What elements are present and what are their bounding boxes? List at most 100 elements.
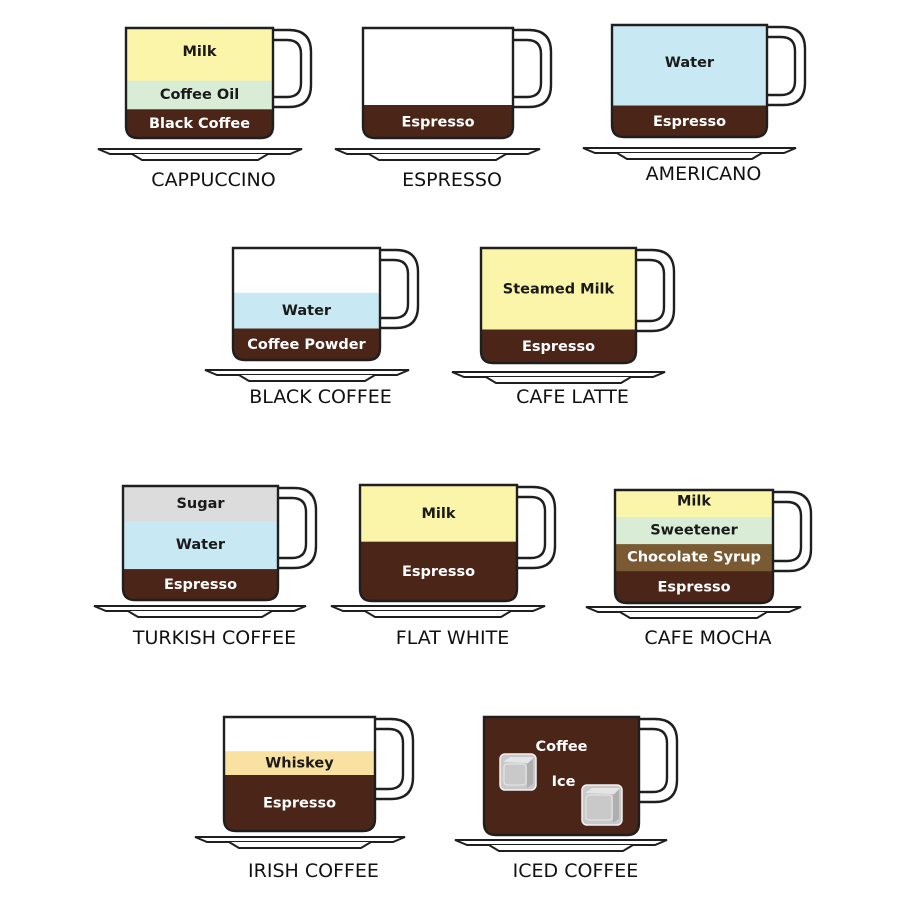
cup-title: CAFE LATTE	[516, 386, 629, 408]
cup-outline	[479, 246, 638, 365]
ice-cube-highlight	[585, 788, 620, 794]
cup-outline	[361, 26, 515, 140]
cup-outline	[121, 484, 280, 602]
cup-title: FLAT WHITE	[396, 627, 509, 649]
cup-handle-outer	[639, 717, 679, 804]
saucer-base	[616, 152, 763, 160]
cup-outline	[358, 483, 519, 603]
layer-milk	[126, 28, 273, 81]
saucer-base	[238, 374, 376, 382]
cup-contents	[615, 490, 773, 603]
saucer-base	[228, 841, 372, 849]
layer-label: Milk	[182, 44, 216, 60]
saucer-rim	[97, 148, 303, 155]
cup-contents	[363, 105, 513, 138]
layer-espresso	[612, 104, 767, 137]
ice-cube-icon	[499, 753, 537, 791]
cup-handle-inner	[513, 38, 543, 99]
layer-label: Milk	[421, 506, 455, 522]
cup-handle-inner	[773, 500, 803, 563]
cup-handle-outer	[380, 248, 420, 330]
layer-espresso	[363, 105, 513, 138]
cup-outline	[222, 715, 377, 833]
cup-title: AMERICANO	[646, 163, 762, 185]
cup-title: BLACK COFFEE	[249, 386, 392, 408]
cup-contents	[612, 25, 767, 137]
cup-handle-outer	[375, 717, 415, 801]
layer-water	[612, 25, 767, 106]
layer-water	[233, 292, 380, 329]
ice-cube-edge	[585, 794, 613, 821]
saucer-rim	[204, 369, 410, 376]
cup-handle-outer	[513, 28, 553, 109]
cup-handle-inner	[517, 495, 547, 560]
ice-cube-side	[527, 759, 533, 788]
cup-contents	[360, 485, 517, 601]
saucer-rim	[334, 148, 541, 155]
cup-outline	[613, 488, 775, 605]
cup-outline	[610, 23, 769, 139]
saucer-rim	[451, 371, 666, 378]
layer-label: Coffee Powder	[247, 337, 366, 353]
layer-milk	[615, 490, 773, 517]
layer-label: Black Coffee	[149, 116, 250, 132]
layer-label: Water	[665, 55, 715, 71]
cup-contents	[233, 292, 380, 360]
cup-handle-outer	[278, 486, 318, 570]
layer-espresso	[615, 570, 773, 603]
cup-handle-outer	[767, 25, 807, 107]
layer-sugar	[123, 486, 278, 522]
layer-label: Steamed Milk	[503, 281, 615, 297]
layer-label: Espresso	[653, 114, 726, 130]
saucer-rim	[585, 606, 802, 613]
layer-label: Sweetener	[650, 523, 738, 539]
layer-label: Sugar	[176, 496, 225, 512]
layer-label: Milk	[677, 494, 711, 510]
layer-coffee-oil	[126, 79, 273, 110]
saucer-rim	[454, 839, 668, 846]
cup-title: ESPRESSO	[402, 169, 502, 191]
cup-outline	[231, 246, 382, 362]
saucer-base	[488, 844, 634, 852]
layer-label: Espresso	[263, 796, 336, 812]
layer-label: Coffee Oil	[160, 87, 239, 103]
layer-label: Coffee	[535, 739, 587, 755]
layer-label: Espresso	[522, 339, 595, 355]
cup-title: TURKISH COFFEE	[132, 627, 296, 649]
ice-cube-side	[613, 790, 619, 823]
cup-handle-inner	[380, 258, 410, 320]
layer-espresso	[123, 568, 278, 600]
ice-cube-edge	[503, 763, 527, 786]
layer-coffee-powder	[233, 327, 380, 360]
saucer-rim	[330, 605, 546, 612]
saucer-rim	[93, 605, 307, 612]
cup-title: CAPPUCCINO	[151, 169, 275, 191]
layer-water	[123, 520, 278, 570]
cup-outline	[124, 26, 275, 140]
layer-chocolate-syrup	[615, 543, 773, 572]
layer-label: Chocolate Syrup	[627, 550, 761, 566]
layer-label: Espresso	[401, 115, 474, 131]
layer-label: Whiskey	[265, 756, 334, 772]
layer-sweetener	[615, 515, 773, 545]
cup-contents	[123, 486, 278, 600]
cup-contents	[484, 717, 639, 835]
layer-espresso	[224, 774, 375, 831]
cup-handle-inner	[375, 727, 405, 791]
saucer-base	[485, 376, 632, 384]
cup-handle-inner	[273, 38, 303, 99]
cup-handle-inner	[636, 258, 666, 323]
layer-label: Espresso	[402, 564, 475, 580]
saucer-rim	[582, 147, 797, 154]
cup-handle-outer	[517, 485, 557, 570]
layer-black-coffee	[126, 108, 273, 138]
layer-label: Water	[282, 303, 332, 319]
cup-title: CAFE MOCHA	[644, 627, 771, 649]
cup-handle-inner	[639, 727, 669, 794]
layer-label: Water	[176, 537, 226, 553]
